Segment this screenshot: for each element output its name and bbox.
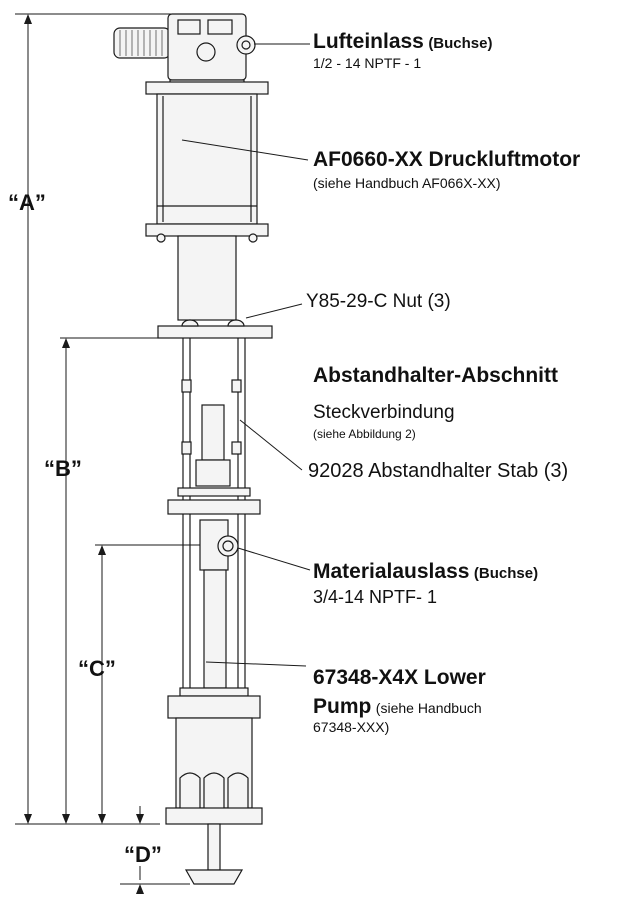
leader-air-motor (181, 139, 309, 161)
air-inlet-port-bore (241, 40, 251, 50)
air-inlet-callout: Lufteinlass (Buchse) (313, 30, 493, 53)
nut-label: Y85-29-C Nut (3) (306, 291, 451, 312)
coupling-nut (195, 459, 231, 487)
bolt-head (248, 233, 258, 243)
spacer-rod-label: 92028 Abstandhalter Stab (3) (308, 460, 569, 482)
intake-stem (207, 823, 221, 871)
motor-cylinder (156, 93, 258, 225)
spacer-lower-plate (167, 499, 261, 515)
foot-valve-lobe (179, 772, 201, 808)
lower-pump-line2: Pump (siehe Handbuch (313, 695, 482, 718)
bolt-head (156, 233, 166, 243)
arrow-icon (98, 545, 106, 555)
lower-pump-note: (siehe Handbuch (375, 700, 482, 716)
muffler-pattern (119, 30, 163, 56)
lower-pump-title-line2: Pump (313, 695, 372, 718)
leader-material-outlet (237, 547, 311, 571)
rod-collar (231, 379, 242, 393)
material-outlet-suffix: (Buchse) (473, 565, 539, 582)
nut (181, 319, 199, 327)
pump-tube (203, 569, 227, 689)
air-inlet-suffix: (Buchse) (428, 35, 493, 52)
dim-d-label: “D” (124, 842, 162, 867)
arrow-icon (136, 814, 144, 824)
valve-detail (207, 19, 233, 35)
coupling-plate (177, 487, 251, 497)
connecting-column (177, 235, 237, 321)
material-outlet-title: Materialauslass (313, 560, 470, 583)
arrow-icon (136, 884, 144, 894)
arrow-icon (24, 814, 32, 824)
arrow-icon (62, 814, 70, 824)
dim-c-label: “C” (78, 656, 116, 681)
coupling (201, 404, 225, 461)
leader-spacer-rod (239, 419, 303, 471)
motor-bottom-plate (145, 223, 269, 237)
coupling-label: Steckverbindung (313, 402, 455, 423)
spacer-section-title: Abstandhalter-Abschnitt (313, 364, 559, 387)
motor-top-plate (145, 81, 269, 95)
material-outlet-port-bore (222, 540, 234, 552)
rod-collar (181, 379, 192, 393)
air-inlet-title: Lufteinlass (313, 30, 424, 53)
rod-collar (181, 441, 192, 455)
base-plate (165, 807, 263, 825)
leader-lower-pump (205, 661, 307, 667)
arrow-icon (98, 814, 106, 824)
intake-foot (184, 869, 244, 885)
pump-collar (179, 687, 249, 697)
pump-flange (167, 695, 261, 719)
material-outlet-callout: Materialauslass (Buchse) (313, 560, 538, 583)
valve-knob (196, 42, 216, 62)
rod-collar (231, 441, 242, 455)
lower-pump-title-line1: 67348-X4X Lower (313, 666, 486, 689)
coupling-note: (siehe Abbildung 2) (313, 427, 416, 441)
material-outlet-spec: 3/4-14 NPTF- 1 (313, 587, 438, 607)
arrow-icon (24, 14, 32, 24)
valve-detail (177, 19, 201, 35)
nut-plate (157, 325, 273, 339)
foot-valve-lobe (203, 772, 225, 808)
muffler (113, 27, 171, 59)
nut (227, 319, 245, 327)
air-inlet-spec: 1/2 - 14 NPTF - 1 (313, 55, 422, 71)
arrow-icon (62, 338, 70, 348)
dim-a-label: “A” (8, 190, 46, 215)
dim-b-label: “B” (44, 456, 82, 481)
air-motor-note: (siehe Handbuch AF066X-XX) (313, 175, 501, 191)
leader-nut (245, 303, 303, 319)
air-motor-title: AF0660-XX Druckluftmotor (313, 148, 581, 171)
lower-pump-note-line2: 67348-XXX) (313, 719, 390, 735)
foot-valve-lobe (227, 772, 249, 808)
